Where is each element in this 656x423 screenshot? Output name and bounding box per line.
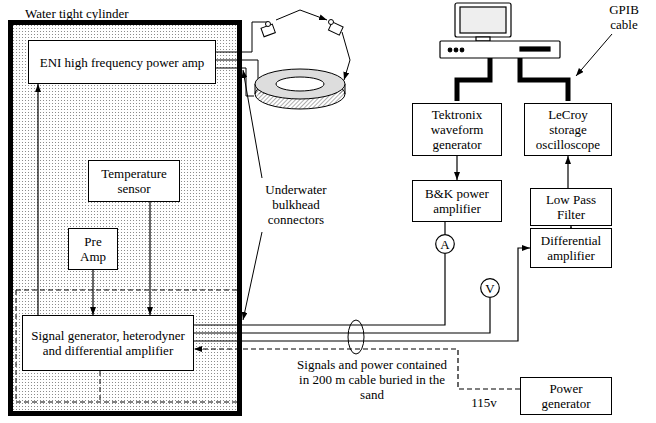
box-label: Pre Amp [73,234,113,264]
ammeter-circle: A [435,234,455,254]
sensor-box: Temperature sensor [88,160,180,202]
box-label: Tektronix waveform generator [417,107,497,152]
meter-circle [481,279,500,298]
signal-connector [567,156,568,188]
signal-connector [456,156,457,180]
filter-box: Low Pass Filter [530,188,612,226]
box-label: Low Pass Filter [535,192,607,222]
computer-icon [440,3,560,58]
signal-connector [92,270,93,315]
watertight-cylinder: Water tight cylinderENI high frequency p… [8,20,242,416]
signal-generator-box: Signal generator, heterodyner and differ… [22,315,194,371]
generator-box: Power generator [520,377,612,415]
signal-connector [149,202,150,315]
leader-line [243,34,612,320]
housing-title: Water tight cylinder [25,6,129,21]
cable-label: GPIB cable [596,2,652,32]
box-label: Signal generator, heterodyner and differ… [27,328,189,358]
power-amp-box: ENI high frequency power amp [28,40,216,84]
box-label: LeCroy storage oscilloscope [529,107,607,152]
hydrophone-symbol [261,20,343,37]
preamp-box: Pre Amp [68,228,118,270]
waveform-generator-box: Tektronix waveform generator [412,103,502,156]
ring-transducer [255,69,345,109]
power-amplifier-box: B&K power amplifier [412,180,502,222]
box-label: Differential amplifier [535,233,607,263]
signal-connector [37,84,38,315]
box-label: Power generator [525,381,607,411]
voltage-label: 115v [464,395,504,410]
voltmeter-circle: V [480,278,500,298]
signal-connector [194,248,530,341]
box-label: Temperature sensor [93,166,175,196]
signal-connector [444,222,445,234]
meter-circle [436,235,455,254]
box-label: A [440,237,449,252]
box-label: V [485,281,494,296]
cylinder-stipple [13,25,237,411]
connector-label: Underwater bulkhead connectors [246,182,346,227]
signal-connector [194,254,445,325]
diff-amp-box: Differential amplifier [530,228,612,268]
power-wiring [16,290,237,402]
cable-note: Signals and power contained in 200 m cab… [292,357,452,402]
gpib-cable [457,58,568,101]
box-label: ENI high frequency power amp [40,55,205,70]
oscilloscope-box: LeCroy storage oscilloscope [524,103,612,156]
box-label: B&K power amplifier [417,186,497,216]
